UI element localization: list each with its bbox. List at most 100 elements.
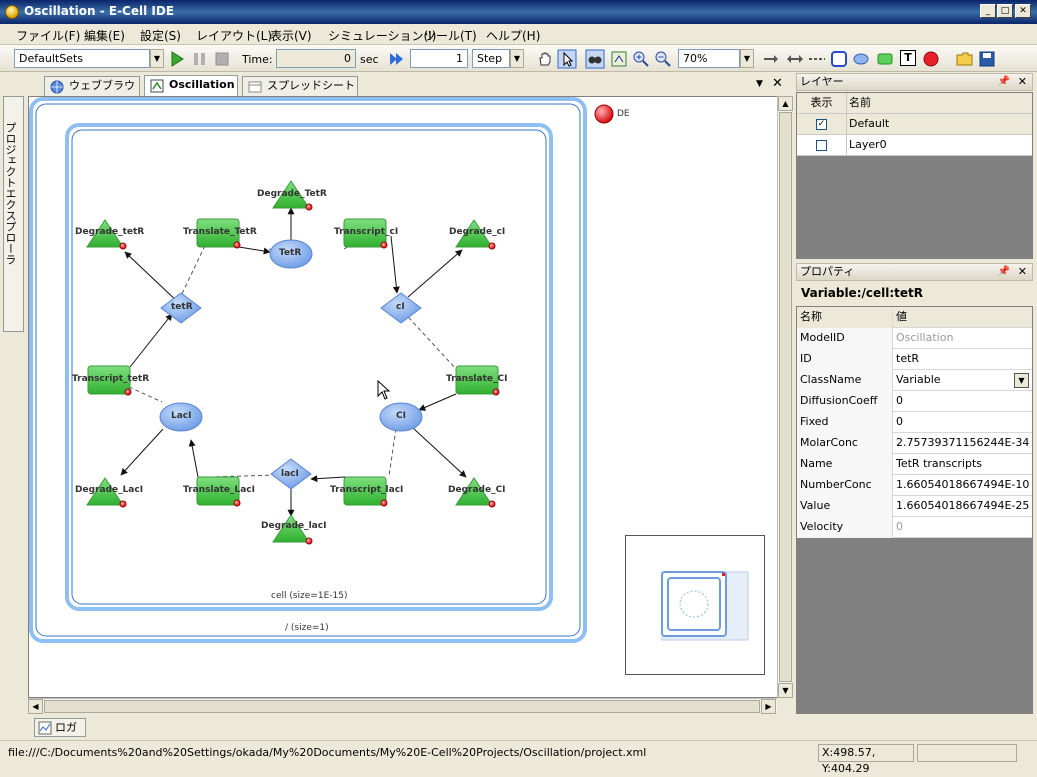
- tab-web-browser[interactable]: ウェブブラウザ: [44, 76, 140, 110]
- system-tool-icon[interactable]: [830, 50, 848, 68]
- layer-grid[interactable]: 表示 名前 ✓ Default Layer0: [796, 92, 1033, 259]
- pin-icon[interactable]: 📌: [997, 266, 1010, 277]
- horizontal-scroll-thumb[interactable]: [44, 700, 760, 713]
- pause-icon[interactable]: [191, 50, 209, 68]
- zoom-out-icon[interactable]: [654, 50, 672, 68]
- vertical-scrollbar[interactable]: ▲ ▼: [777, 96, 793, 698]
- zoom-in-icon[interactable]: [632, 50, 650, 68]
- tab-list-dropdown[interactable]: ▼: [756, 79, 763, 89]
- zoom-select[interactable]: 70%: [678, 49, 740, 68]
- scroll-up-icon[interactable]: ▲: [778, 96, 793, 111]
- process-degrade-laci-lower[interactable]: [272, 514, 310, 543]
- variable-laci-protein[interactable]: [159, 402, 203, 432]
- hand-icon[interactable]: [536, 50, 554, 68]
- property-value[interactable]: 1.66054018667494E-10: [896, 478, 1030, 491]
- system-cell[interactable]: [65, 123, 553, 611]
- process-transcript-ci[interactable]: [343, 218, 387, 248]
- close-layer-panel-button[interactable]: ✕: [1017, 75, 1027, 88]
- variable-ci-gene[interactable]: [380, 292, 422, 324]
- property-value[interactable]: 1.66054018667494E-25: [896, 499, 1030, 512]
- logger-tab[interactable]: ロガー: [34, 718, 86, 751]
- record-icon[interactable]: [922, 50, 940, 68]
- menu-edit[interactable]: 編集(E): [84, 29, 125, 43]
- process-translate-ci[interactable]: [455, 365, 499, 395]
- tab-spreadsheet[interactable]: スプレッドシート: [242, 76, 358, 96]
- overview-map[interactable]: [626, 536, 764, 674]
- play-icon[interactable]: [168, 50, 186, 68]
- layer-layer0-checkbox[interactable]: [816, 139, 827, 151]
- project-explorer-tab[interactable]: [3, 96, 24, 332]
- process-translate-laci[interactable]: [196, 476, 240, 506]
- close-property-panel-button[interactable]: ✕: [1017, 265, 1027, 278]
- process-degrade-tetr-upper[interactable]: [272, 180, 310, 209]
- pathway-canvas[interactable]: Degrade_TetR Degrade_tetR Translate_TetR…: [28, 96, 778, 698]
- property-value[interactable]: 0: [896, 415, 903, 428]
- process-degrade-ci-lower[interactable]: [455, 219, 493, 248]
- menu-file[interactable]: ファイル(F): [16, 29, 81, 43]
- close-tab-button[interactable]: ✕: [772, 76, 783, 91]
- text-tool-icon[interactable]: T: [900, 50, 916, 66]
- chevron-down-icon[interactable]: ▼: [1014, 373, 1029, 388]
- property-value[interactable]: Variable: [896, 373, 941, 386]
- arrow-both-icon[interactable]: [786, 50, 804, 68]
- minimize-button[interactable]: _: [980, 4, 996, 18]
- menu-layout[interactable]: レイアウト(L): [196, 29, 273, 43]
- chevron-down-icon[interactable]: ▼: [740, 49, 754, 68]
- process-degrade-laci-upper[interactable]: [86, 477, 124, 506]
- chevron-down-icon[interactable]: ▼: [510, 49, 524, 68]
- layout-icon[interactable]: [610, 50, 628, 68]
- process-transcript-tetr[interactable]: [87, 365, 131, 395]
- maximize-button[interactable]: □: [997, 4, 1013, 18]
- overview-pane[interactable]: [625, 535, 765, 675]
- pathway-diagram[interactable]: [29, 97, 779, 699]
- variable-tetr-gene[interactable]: [160, 292, 202, 324]
- variable-tool-icon[interactable]: [852, 50, 870, 68]
- open-folder-icon[interactable]: [956, 50, 974, 68]
- binoculars-icon[interactable]: [585, 49, 605, 69]
- property-value[interactable]: tetR: [896, 352, 920, 365]
- process-transcript-laci[interactable]: [343, 476, 387, 506]
- scroll-down-icon[interactable]: ▼: [778, 683, 793, 698]
- process-tool-icon[interactable]: [876, 50, 894, 68]
- variable-laci-gene[interactable]: [270, 458, 312, 490]
- parameter-set-select[interactable]: DefaultSets: [14, 49, 150, 68]
- menu-simulation[interactable]: シミュレーション(I): [328, 29, 437, 43]
- tab-oscillation[interactable]: Oscillation: [144, 75, 238, 97]
- chevron-down-icon[interactable]: ▼: [150, 49, 164, 68]
- step-mode-select[interactable]: Step: [472, 49, 510, 68]
- scroll-right-icon[interactable]: ▶: [761, 699, 776, 714]
- step-count-input[interactable]: 1: [410, 49, 468, 68]
- layer-row-default[interactable]: ✓ Default: [797, 114, 1032, 135]
- property-value[interactable]: TetR transcripts: [896, 457, 983, 470]
- menu-view[interactable]: 表示(V): [270, 29, 312, 43]
- stop-icon[interactable]: [213, 50, 231, 68]
- de-stepper-icon[interactable]: [594, 104, 614, 124]
- close-button[interactable]: ✕: [1015, 4, 1031, 18]
- layer-default-checkbox[interactable]: ✓: [816, 118, 827, 130]
- horizontal-scrollbar[interactable]: ◀ ▶: [28, 698, 777, 714]
- arrow-right-icon[interactable]: [762, 50, 780, 68]
- layer-row-layer0[interactable]: Layer0: [797, 135, 1032, 156]
- process-degrade-tetr-lower[interactable]: [86, 219, 124, 248]
- menu-help[interactable]: ヘルプ(H): [486, 29, 541, 43]
- vertical-scroll-thumb[interactable]: [779, 112, 792, 682]
- menu-tools[interactable]: ツール(T): [424, 29, 477, 43]
- property-value[interactable]: 0: [896, 394, 903, 407]
- property-value[interactable]: 2.75739371156244E-34: [896, 436, 1030, 449]
- dashed-line-icon[interactable]: [808, 50, 826, 68]
- process-translate-tetr[interactable]: [196, 218, 240, 248]
- scroll-left-icon[interactable]: ◀: [28, 699, 43, 714]
- pin-icon[interactable]: 📌: [997, 76, 1010, 87]
- variable-ci-protein[interactable]: [379, 402, 423, 432]
